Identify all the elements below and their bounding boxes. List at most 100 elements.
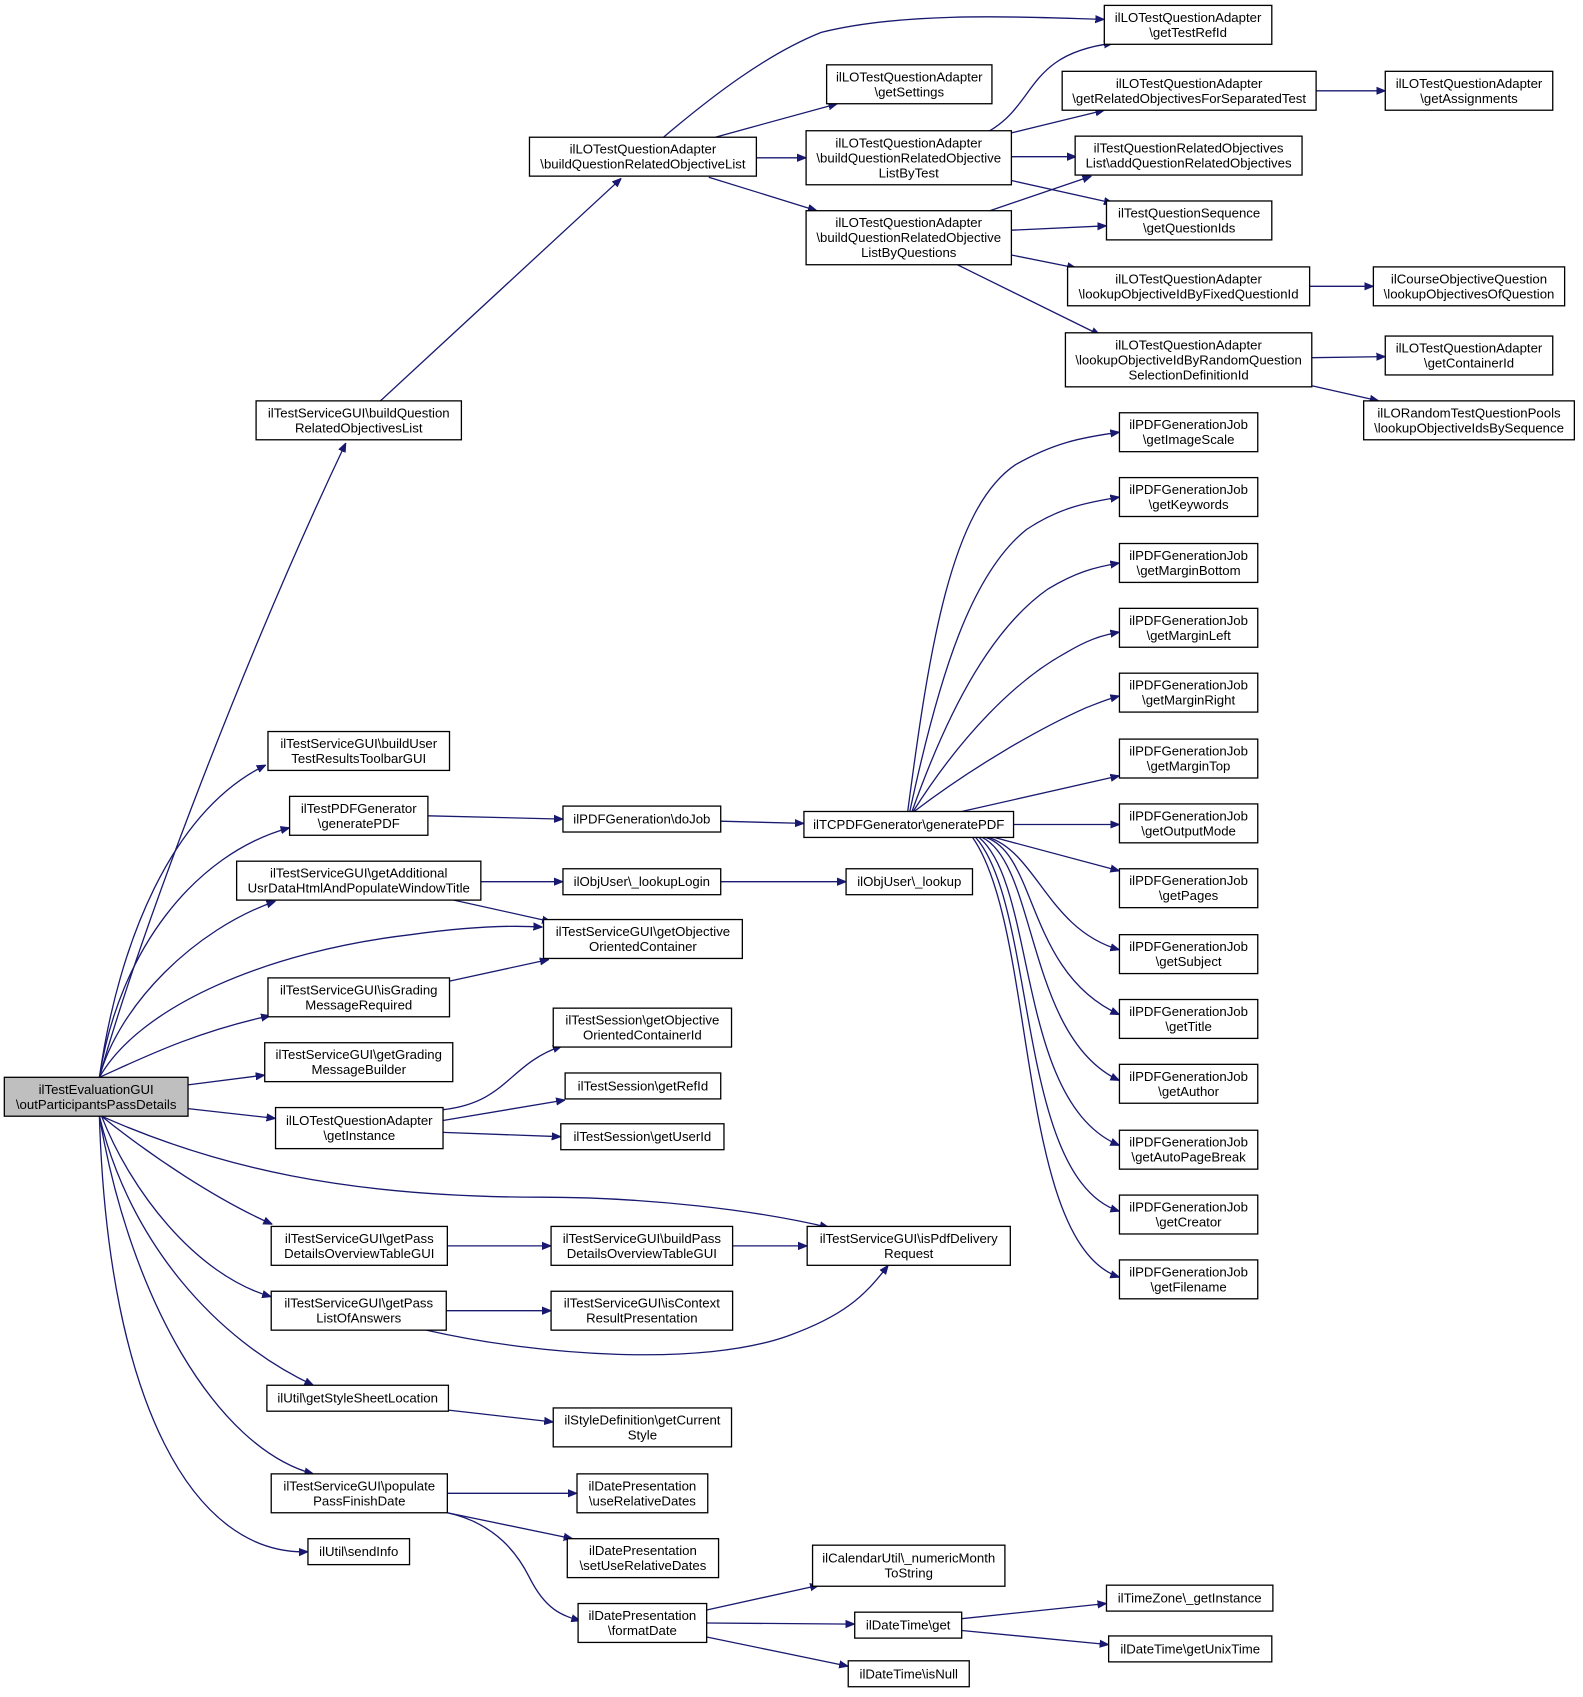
node-p3[interactable]: ilPDFGenerationJob\getMarginBottom: [1118, 542, 1259, 584]
node-n4[interactable]: ilLOTestQuestionAdapter\getSettings: [825, 64, 993, 105]
node-label-line: ilLOTestQuestionAdapter: [835, 215, 982, 230]
node-n41[interactable]: ilDatePresentation\formatDate: [577, 1602, 708, 1644]
node-n3[interactable]: ilLOTestQuestionAdapter\getTestRefId: [1103, 4, 1273, 45]
node-n46[interactable]: ilDateTime\isNull: [847, 1660, 970, 1688]
node-n25[interactable]: ilTestServiceGUI\getGradingMessageBuilde…: [264, 1042, 454, 1083]
node-label-line: \getMarginBottom: [1137, 563, 1241, 578]
node-n14[interactable]: ilLOTestQuestionAdapter\getContainerId: [1384, 335, 1554, 376]
node-n28[interactable]: ilLOTestQuestionAdapter\getInstance: [274, 1106, 444, 1150]
edge-root-to-n20: [98, 901, 275, 1078]
edge-n13-to-n14: [1311, 357, 1386, 358]
node-n45[interactable]: ilDateTime\getUnixTime: [1107, 1635, 1273, 1663]
edge-root-to-n35: [98, 1116, 313, 1386]
edge-n19-to-p4: [912, 632, 1119, 812]
node-n40[interactable]: ilUtil\sendInfo: [307, 1538, 411, 1566]
node-label-line: ilLOTestQuestionAdapter: [836, 69, 983, 84]
node-n31[interactable]: ilTestServiceGUI\buildPassDetailsOvervie…: [550, 1225, 734, 1266]
node-p14[interactable]: ilPDFGenerationJob\getFilename: [1118, 1259, 1259, 1300]
node-p8[interactable]: ilPDFGenerationJob\getPages: [1118, 868, 1259, 909]
node-n29[interactable]: ilTestSession\getUserId: [560, 1123, 725, 1151]
node-n7[interactable]: ilLOTestQuestionAdapter\getRelatedObject…: [1061, 70, 1317, 111]
node-n8[interactable]: ilLOTestQuestionAdapter\getAssignments: [1384, 70, 1554, 111]
node-box: [805, 210, 1013, 266]
node-p1[interactable]: ilPDFGenerationJob\getImageScale: [1118, 412, 1259, 453]
edge-n6-to-n13: [954, 263, 1100, 336]
node-n24[interactable]: ilTestServiceGUI\isGradingMessageRequire…: [267, 977, 451, 1018]
node-box: [1118, 1194, 1259, 1235]
node-box: [542, 918, 743, 960]
node-label-line: \getQuestionIds: [1143, 220, 1236, 235]
node-n12[interactable]: ilCourseObjectiveQuestion\lookupObjectiv…: [1372, 266, 1566, 307]
node-n17[interactable]: ilTestPDFGenerator\generatePDF: [288, 795, 429, 836]
node-n21[interactable]: ilObjUser\_lookupLogin: [562, 868, 722, 896]
node-label-line: ilPDFGenerationJob: [1129, 873, 1248, 888]
node-n2[interactable]: ilLOTestQuestionAdapter\buildQuestionRel…: [528, 136, 758, 177]
node-box: [1118, 476, 1259, 518]
node-n11[interactable]: ilLOTestQuestionAdapter\lookupObjectiveI…: [1066, 266, 1311, 307]
node-n38[interactable]: ilDatePresentation\useRelativeDates: [576, 1473, 709, 1514]
node-n10[interactable]: ilTestQuestionSequence\getQuestionIds: [1105, 200, 1273, 241]
node-n43[interactable]: ilDateTime\get: [854, 1611, 963, 1639]
node-box: [1118, 542, 1259, 584]
edge-n5-to-n3: [989, 43, 1113, 132]
node-label-line: ilPDFGenerationJob: [1129, 678, 1248, 693]
node-n1[interactable]: ilTestServiceGUI\buildQuestionRelatedObj…: [255, 400, 463, 441]
edge-n19-to-p1: [907, 432, 1120, 812]
node-n5[interactable]: ilLOTestQuestionAdapter\buildQuestionRel…: [805, 130, 1013, 186]
node-p5[interactable]: ilPDFGenerationJob\getMarginRight: [1118, 672, 1259, 713]
node-box: [566, 1538, 720, 1579]
node-n30[interactable]: ilTestServiceGUI\getPassDetailsOverviewT…: [270, 1225, 448, 1266]
node-label-line: ilStyleDefinition\getCurrent: [564, 1412, 720, 1427]
node-n26[interactable]: ilTestSession\getObjectiveOrientedContai…: [552, 1007, 733, 1048]
node-label-line: \getAssignments: [1420, 91, 1518, 106]
node-box: [825, 64, 993, 105]
node-box: [266, 1384, 450, 1412]
node-n39[interactable]: ilDatePresentation\setUseRelativeDates: [566, 1538, 720, 1579]
node-label-line: ListByQuestions: [861, 245, 957, 260]
node-box: [1118, 803, 1259, 844]
node-box: [288, 795, 429, 836]
node-p9[interactable]: ilPDFGenerationJob\getSubject: [1118, 934, 1259, 975]
node-n44[interactable]: ilTimeZone\_getInstance: [1105, 1584, 1274, 1612]
node-label-line: ilTestQuestionRelatedObjectives: [1094, 141, 1284, 156]
edge-n19-to-p8: [993, 836, 1119, 871]
node-n22[interactable]: ilObjUser\_lookup: [845, 868, 974, 896]
node-n16[interactable]: ilTestServiceGUI\buildUserTestResultsToo…: [267, 730, 451, 772]
node-n19[interactable]: ilTCPDFGenerator\generatePDF: [803, 810, 1015, 839]
node-n15[interactable]: ilLORandomTestQuestionPools\lookupObject…: [1362, 400, 1576, 441]
node-n13[interactable]: ilLOTestQuestionAdapter\lookupObjectiveI…: [1064, 332, 1313, 388]
node-p10[interactable]: ilPDFGenerationJob\getTitle: [1118, 998, 1259, 1040]
node-n6[interactable]: ilLOTestQuestionAdapter\buildQuestionRel…: [805, 210, 1013, 266]
node-label-line: \buildQuestionRelatedObjectiveList: [540, 157, 746, 172]
node-box: [1384, 70, 1554, 111]
node-n20[interactable]: ilTestServiceGUI\getAdditionalUsrDataHtm…: [235, 860, 482, 901]
node-box: [550, 1225, 734, 1266]
node-p7[interactable]: ilPDFGenerationJob\getOutputMode: [1118, 803, 1259, 844]
node-root[interactable]: ilTestEvaluationGUI\outParticipantsPassD…: [3, 1076, 189, 1117]
node-label-line: ilTestServiceGUI\buildUser: [280, 736, 437, 751]
node-p4[interactable]: ilPDFGenerationJob\getMarginLeft: [1118, 607, 1259, 648]
node-n35[interactable]: ilUtil\getStyleSheetLocation: [266, 1384, 450, 1412]
node-n9[interactable]: ilTestQuestionRelatedObjectivesList\addQ…: [1074, 135, 1303, 176]
node-box: [270, 1473, 448, 1514]
node-p2[interactable]: ilPDFGenerationJob\getKeywords: [1118, 476, 1259, 518]
node-p13[interactable]: ilPDFGenerationJob\getCreator: [1118, 1194, 1259, 1235]
node-box: [806, 1225, 1011, 1266]
node-p12[interactable]: ilPDFGenerationJob\getAutoPageBreak: [1118, 1129, 1259, 1170]
node-n27[interactable]: ilTestSession\getRefId: [564, 1072, 722, 1100]
node-p6[interactable]: ilPDFGenerationJob\getMarginTop: [1118, 738, 1259, 779]
node-box: [1118, 412, 1259, 453]
node-n34[interactable]: ilTestServiceGUI\isContextResultPresenta…: [550, 1290, 734, 1331]
node-n23[interactable]: ilTestServiceGUI\getObjectiveOrientedCon…: [542, 918, 743, 960]
node-p11[interactable]: ilPDFGenerationJob\getAuthor: [1118, 1063, 1259, 1104]
node-box: [552, 1007, 733, 1048]
node-box: [564, 1072, 722, 1100]
node-n18[interactable]: ilPDFGeneration\doJob: [562, 805, 722, 833]
node-label-line: ilPDFGenerationJob: [1129, 482, 1248, 497]
node-label-line: MessageRequired: [305, 997, 412, 1012]
